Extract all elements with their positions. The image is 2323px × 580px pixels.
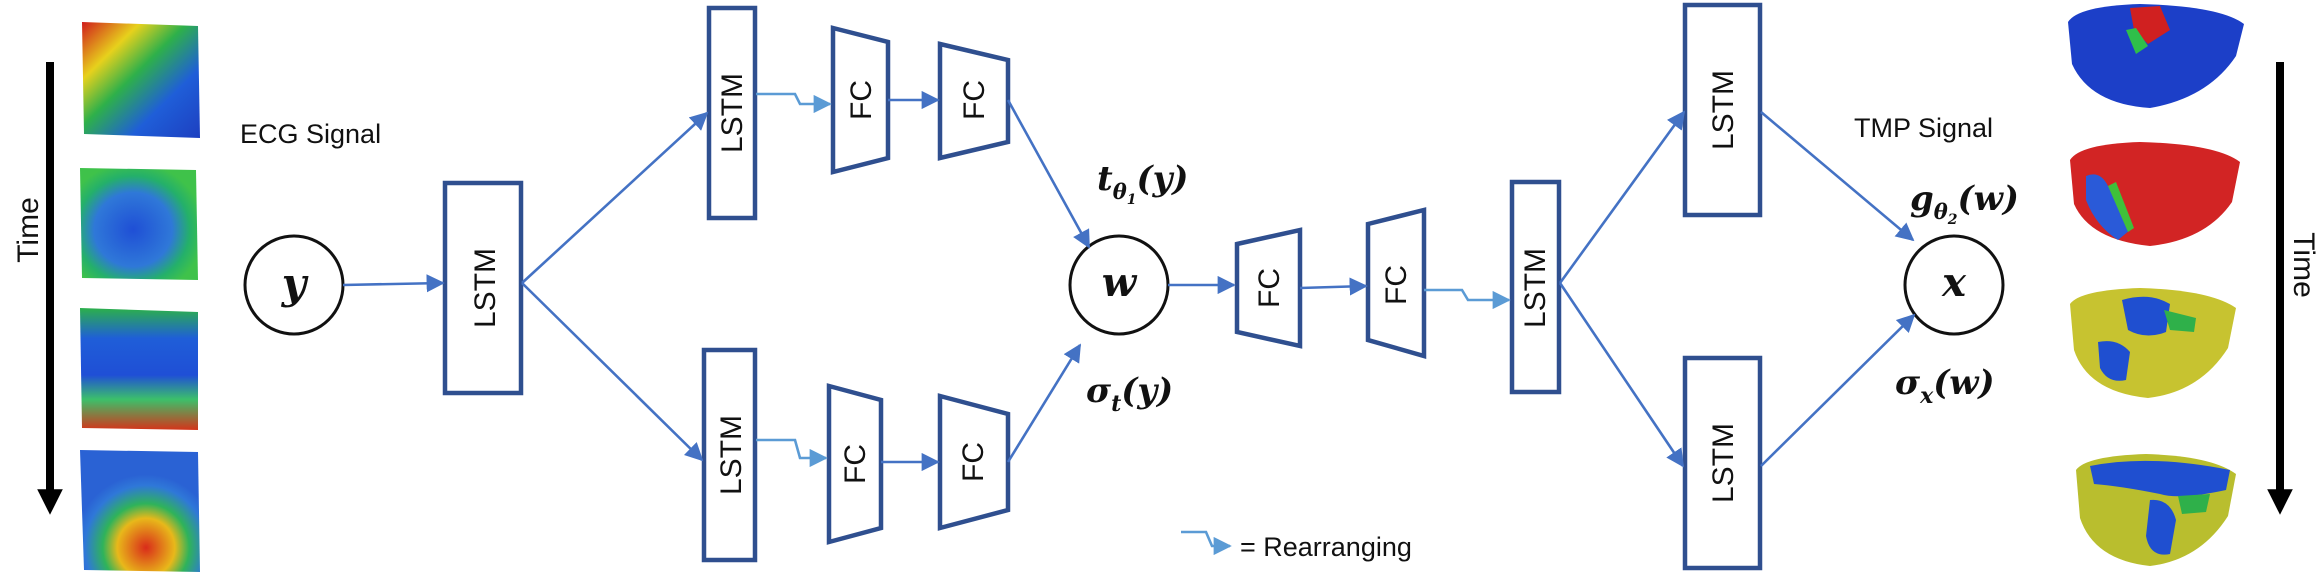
sigma-t-label: σt(y) xyxy=(1086,371,1173,417)
lstm-label: LSTM xyxy=(469,248,502,328)
legend: = Rearranging xyxy=(1181,530,1412,562)
tmp-heart-meshes xyxy=(2068,4,2244,566)
fc-label: FC xyxy=(1380,265,1413,305)
fc-label: FC xyxy=(1253,268,1286,308)
ecg-map-3 xyxy=(80,308,198,430)
t-theta1-label: tθ1(y) xyxy=(1097,159,1188,208)
time-label-right: Time xyxy=(2287,232,2320,298)
node-y-label: y xyxy=(281,259,309,308)
lstm-decoder-mean: LSTM xyxy=(1682,2,1763,218)
ecg-map-4 xyxy=(80,450,200,572)
fc-decoder-1: FC xyxy=(1234,227,1303,349)
fc-mean-1: FC xyxy=(830,25,891,175)
heart-mesh-3 xyxy=(2070,288,2236,398)
heart-mesh-2 xyxy=(2070,142,2240,246)
time-arrow-left: Time xyxy=(12,62,63,515)
ecg-signal-label: ECG Signal xyxy=(240,119,381,149)
ecg-map-1 xyxy=(82,22,200,138)
fc-var-1: FC xyxy=(826,383,884,545)
fc-decoder-2: FC xyxy=(1365,207,1427,359)
g-theta2-label: gθ2(w) xyxy=(1910,179,2019,228)
lstm-label: LSTM xyxy=(1707,423,1740,503)
lstm-label: LSTM xyxy=(1519,248,1552,328)
node-w-label: w xyxy=(1102,259,1138,306)
lstm-label: LSTM xyxy=(716,73,749,153)
rearrange-legend-icon xyxy=(1181,530,1232,556)
connectors xyxy=(342,90,1916,472)
fc-label: FC xyxy=(958,80,991,120)
fc-label: FC xyxy=(845,80,878,120)
tmp-signal-label: TMP Signal xyxy=(1854,113,1993,143)
rearrange-connectors xyxy=(756,92,1511,468)
fc-var-2: FC xyxy=(937,393,1011,531)
node-x: x xyxy=(1903,234,2005,336)
ecg-heatmaps xyxy=(80,22,200,572)
fc-label: FC xyxy=(957,442,990,482)
node-x-label: x xyxy=(1941,259,1967,306)
lstm-decoder: LSTM xyxy=(1509,179,1562,395)
lstm-label: LSTM xyxy=(715,415,748,495)
lstm-branch-mean: LSTM xyxy=(706,5,758,221)
fc-mean-2: FC xyxy=(937,41,1011,161)
fc-label: FC xyxy=(839,444,872,484)
heart-mesh-4 xyxy=(2076,454,2236,566)
node-y: y xyxy=(243,234,345,336)
heart-mesh-1 xyxy=(2068,4,2244,108)
lstm-decoder-var: LSTM xyxy=(1682,355,1763,571)
lstm-label: LSTM xyxy=(1707,70,1740,150)
time-label-left: Time xyxy=(12,197,45,263)
legend-text: = Rearranging xyxy=(1240,532,1412,562)
sigma-x-label: σx(w) xyxy=(1895,363,1995,409)
node-w: w xyxy=(1068,234,1170,336)
lstm-branch-var: LSTM xyxy=(701,347,758,563)
ecg-map-2 xyxy=(80,168,198,280)
lstm-encoder: LSTM xyxy=(442,180,524,396)
time-arrow-right: Time xyxy=(2267,62,2320,515)
